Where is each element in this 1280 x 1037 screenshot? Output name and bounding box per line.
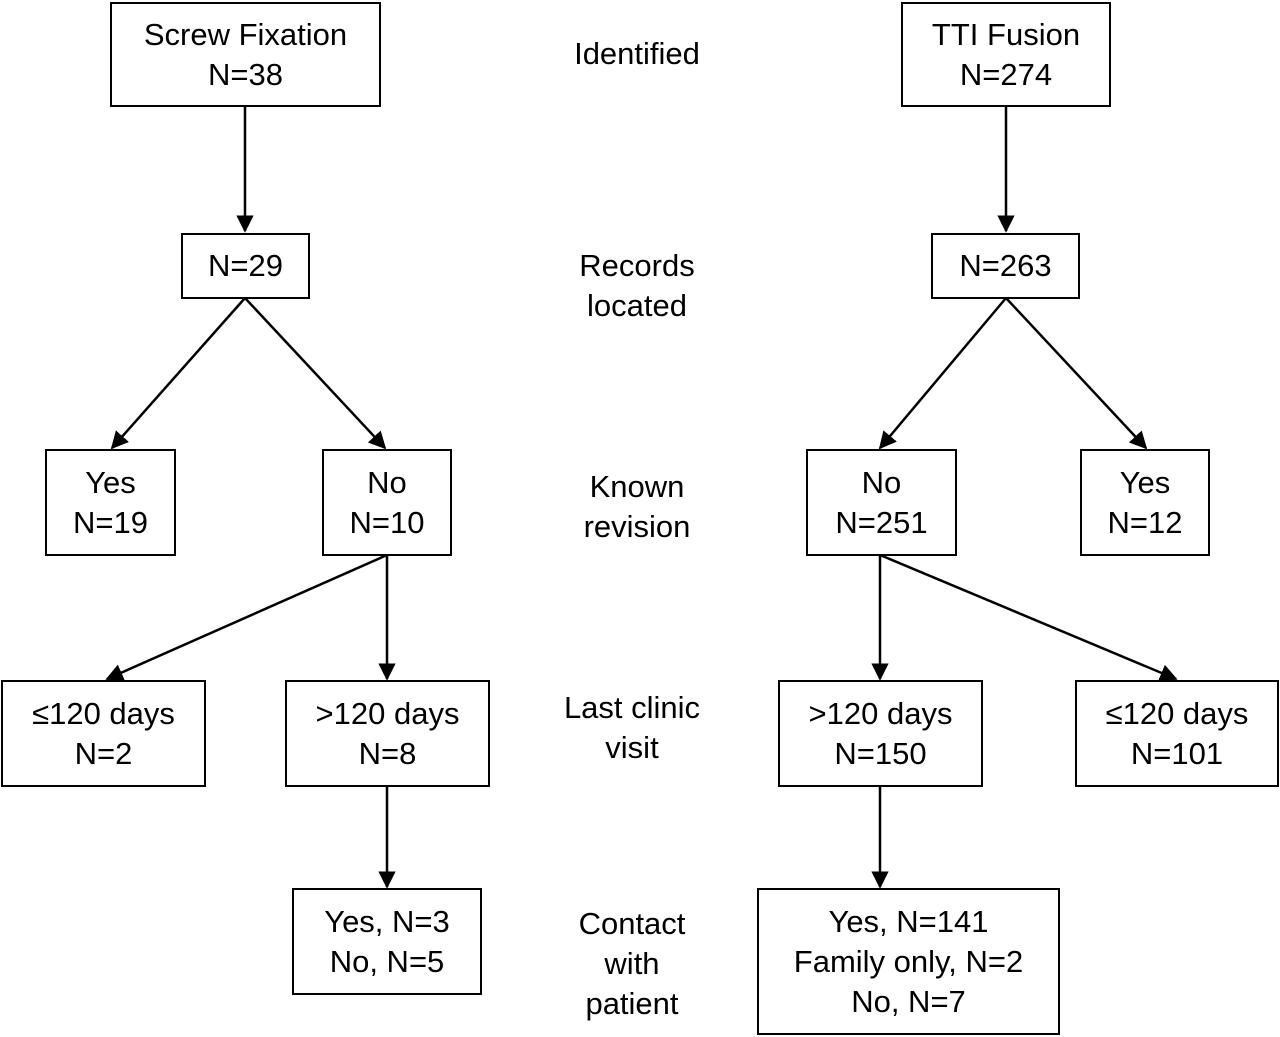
stage-label-line: with — [604, 946, 660, 981]
stage-label-known-revision: Known revision — [527, 467, 747, 547]
box-line: TTI Fusion — [931, 16, 1081, 52]
screw-revision-no-box: No N=10 — [322, 449, 452, 556]
tti-identified-box: TTI Fusion N=274 — [901, 2, 1111, 107]
stage-label-line: Records — [579, 248, 695, 283]
stage-label-line: revision — [583, 509, 691, 544]
stage-label-contact-with-patient: Contact with patient — [522, 904, 742, 1024]
box-line: N=12 — [1107, 504, 1183, 540]
arrow-screw-records-to-yes — [110, 297, 246, 450]
screw-clinic-long-box: >120 days N=8 — [285, 680, 490, 787]
box-line: ≤120 days — [32, 695, 175, 731]
box-line: N=274 — [959, 56, 1053, 92]
box-line: No — [367, 464, 407, 500]
stage-label-line: patient — [585, 986, 679, 1021]
arrow-tti-records-to-yes — [1005, 297, 1148, 450]
stage-label-identified: Identified — [527, 34, 747, 74]
stage-label-line: located — [587, 288, 687, 323]
box-line: N=29 — [208, 248, 283, 283]
stage-label-last-clinic-visit: Last clinic visit — [522, 688, 742, 768]
stage-label-line: visit — [605, 730, 659, 765]
box-line: Yes — [1119, 464, 1171, 500]
stage-label-line: Contact — [578, 906, 686, 941]
box-line: N=19 — [73, 504, 148, 540]
arrow-tti-records-to-no — [878, 297, 1007, 450]
box-line: Family only, N=2 — [793, 943, 1024, 979]
box-line: >120 days — [808, 695, 953, 731]
tti-clinic-short-box: ≤120 days N=101 — [1075, 680, 1279, 787]
arrow-tti-no-to-short — [879, 553, 1178, 681]
box-line: Yes — [85, 464, 136, 500]
screw-identified-box: Screw Fixation N=38 — [110, 2, 381, 107]
box-line: Yes, N=141 — [828, 903, 989, 939]
box-line: Screw Fixation — [143, 16, 348, 52]
box-line: N=150 — [834, 735, 927, 771]
box-line: N=101 — [1130, 735, 1224, 771]
screw-clinic-short-box: ≤120 days N=2 — [1, 680, 206, 787]
box-line: N=251 — [835, 504, 928, 540]
box-line: No, N=7 — [851, 983, 966, 1019]
box-line: No — [861, 464, 902, 500]
box-line: No, N=5 — [329, 943, 445, 979]
box-line: ≤120 days — [1105, 695, 1249, 731]
box-line: N=2 — [74, 735, 133, 771]
tti-clinic-long-box: >120 days N=150 — [778, 680, 983, 787]
tti-revision-yes-box: Yes N=12 — [1080, 449, 1210, 556]
box-line: Yes, N=3 — [324, 903, 450, 939]
screw-contact-box: Yes, N=3 No, N=5 — [292, 888, 482, 995]
arrow-screw-no-to-short — [105, 553, 388, 681]
tti-contact-box: Yes, N=141 Family only, N=2 No, N=7 — [757, 888, 1060, 1035]
tti-revision-no-box: No N=251 — [806, 449, 957, 556]
stage-label-line: Known — [589, 469, 685, 504]
box-line: N=38 — [208, 56, 283, 92]
box-line: N=10 — [349, 504, 425, 540]
screw-records-box: N=29 — [181, 233, 310, 299]
stage-label-line: Identified — [574, 36, 700, 71]
stage-label-records-located: Records located — [527, 246, 747, 326]
box-line: >120 days — [315, 695, 460, 731]
arrow-screw-records-to-no — [244, 297, 387, 450]
box-line: N=8 — [358, 735, 417, 771]
screw-revision-yes-box: Yes N=19 — [45, 449, 176, 556]
stage-label-line: Last clinic — [563, 690, 701, 725]
box-line: N=263 — [959, 248, 1052, 283]
tti-records-box: N=263 — [931, 233, 1080, 299]
